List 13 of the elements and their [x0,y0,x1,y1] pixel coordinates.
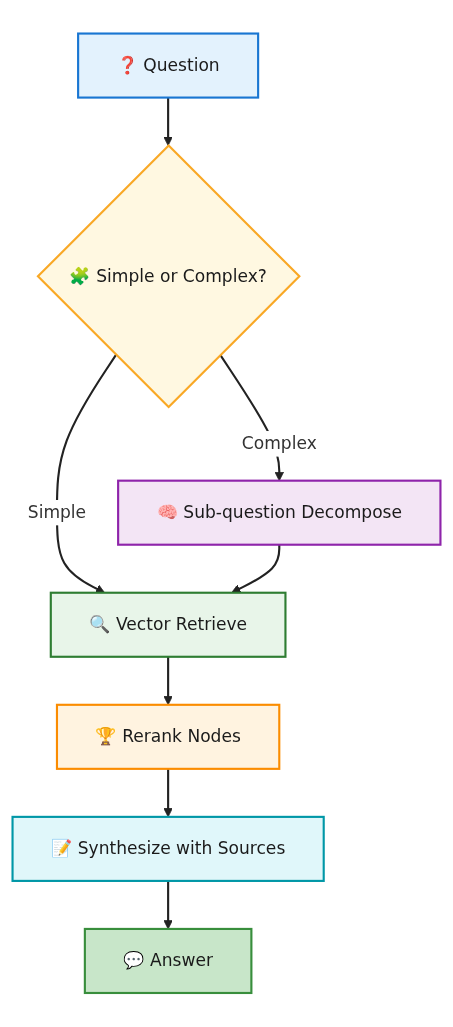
arrow [163,881,173,930]
arrow [163,97,173,147]
node-box: 💬 Answer [83,928,253,995]
node-box: ❓ Question [77,32,260,99]
arrow [163,769,173,818]
node-box: 🔍 Vector Retrieve [49,591,287,659]
edge-label: Simple [27,502,87,523]
arrow [163,657,173,706]
node-diamond: 🧩 Simple or Complex? [36,144,301,409]
node-box: 📝 Synthesize with Sources [11,816,325,883]
node-box: 🏆 Rerank Nodes [55,703,281,771]
node-box: 🧠 Sub-question Decompose [117,479,442,546]
edge-label: Complex [241,433,317,454]
